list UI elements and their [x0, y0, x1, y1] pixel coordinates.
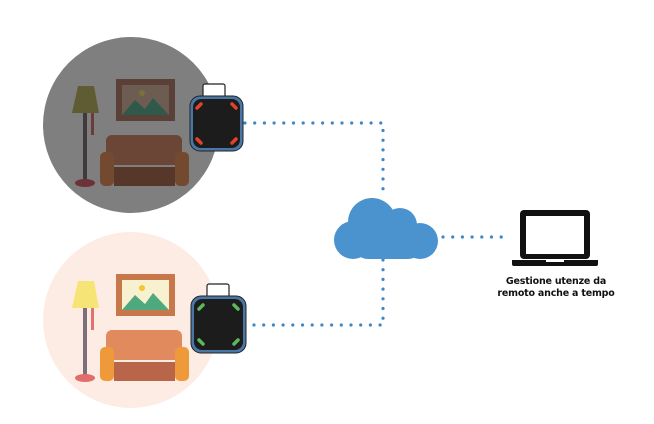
smart-plug-device-on [190, 283, 247, 354]
room-off [43, 37, 244, 213]
laptop-caption: Gestione utenze da remoto anche a tempo [478, 276, 634, 300]
laptop-icon [512, 210, 598, 266]
picture-frame-icon [116, 79, 175, 121]
picture-frame-icon [116, 274, 175, 316]
room-on [43, 232, 247, 408]
cloud-icon [334, 198, 438, 259]
sofa-icon [100, 135, 189, 186]
caption-line-2: remoto anche a tempo [497, 288, 615, 299]
led-indicator-off [195, 102, 238, 145]
floor-lamp-icon [72, 281, 99, 382]
connector-top [243, 121, 385, 198]
caption-line-1: Gestione utenze da [505, 276, 607, 287]
floor-lamp-icon [72, 86, 99, 187]
connector-bottom [252, 256, 385, 327]
smart-plug-device-off [189, 83, 244, 152]
led-indicator-on [197, 303, 240, 346]
sofa-icon [100, 330, 189, 381]
